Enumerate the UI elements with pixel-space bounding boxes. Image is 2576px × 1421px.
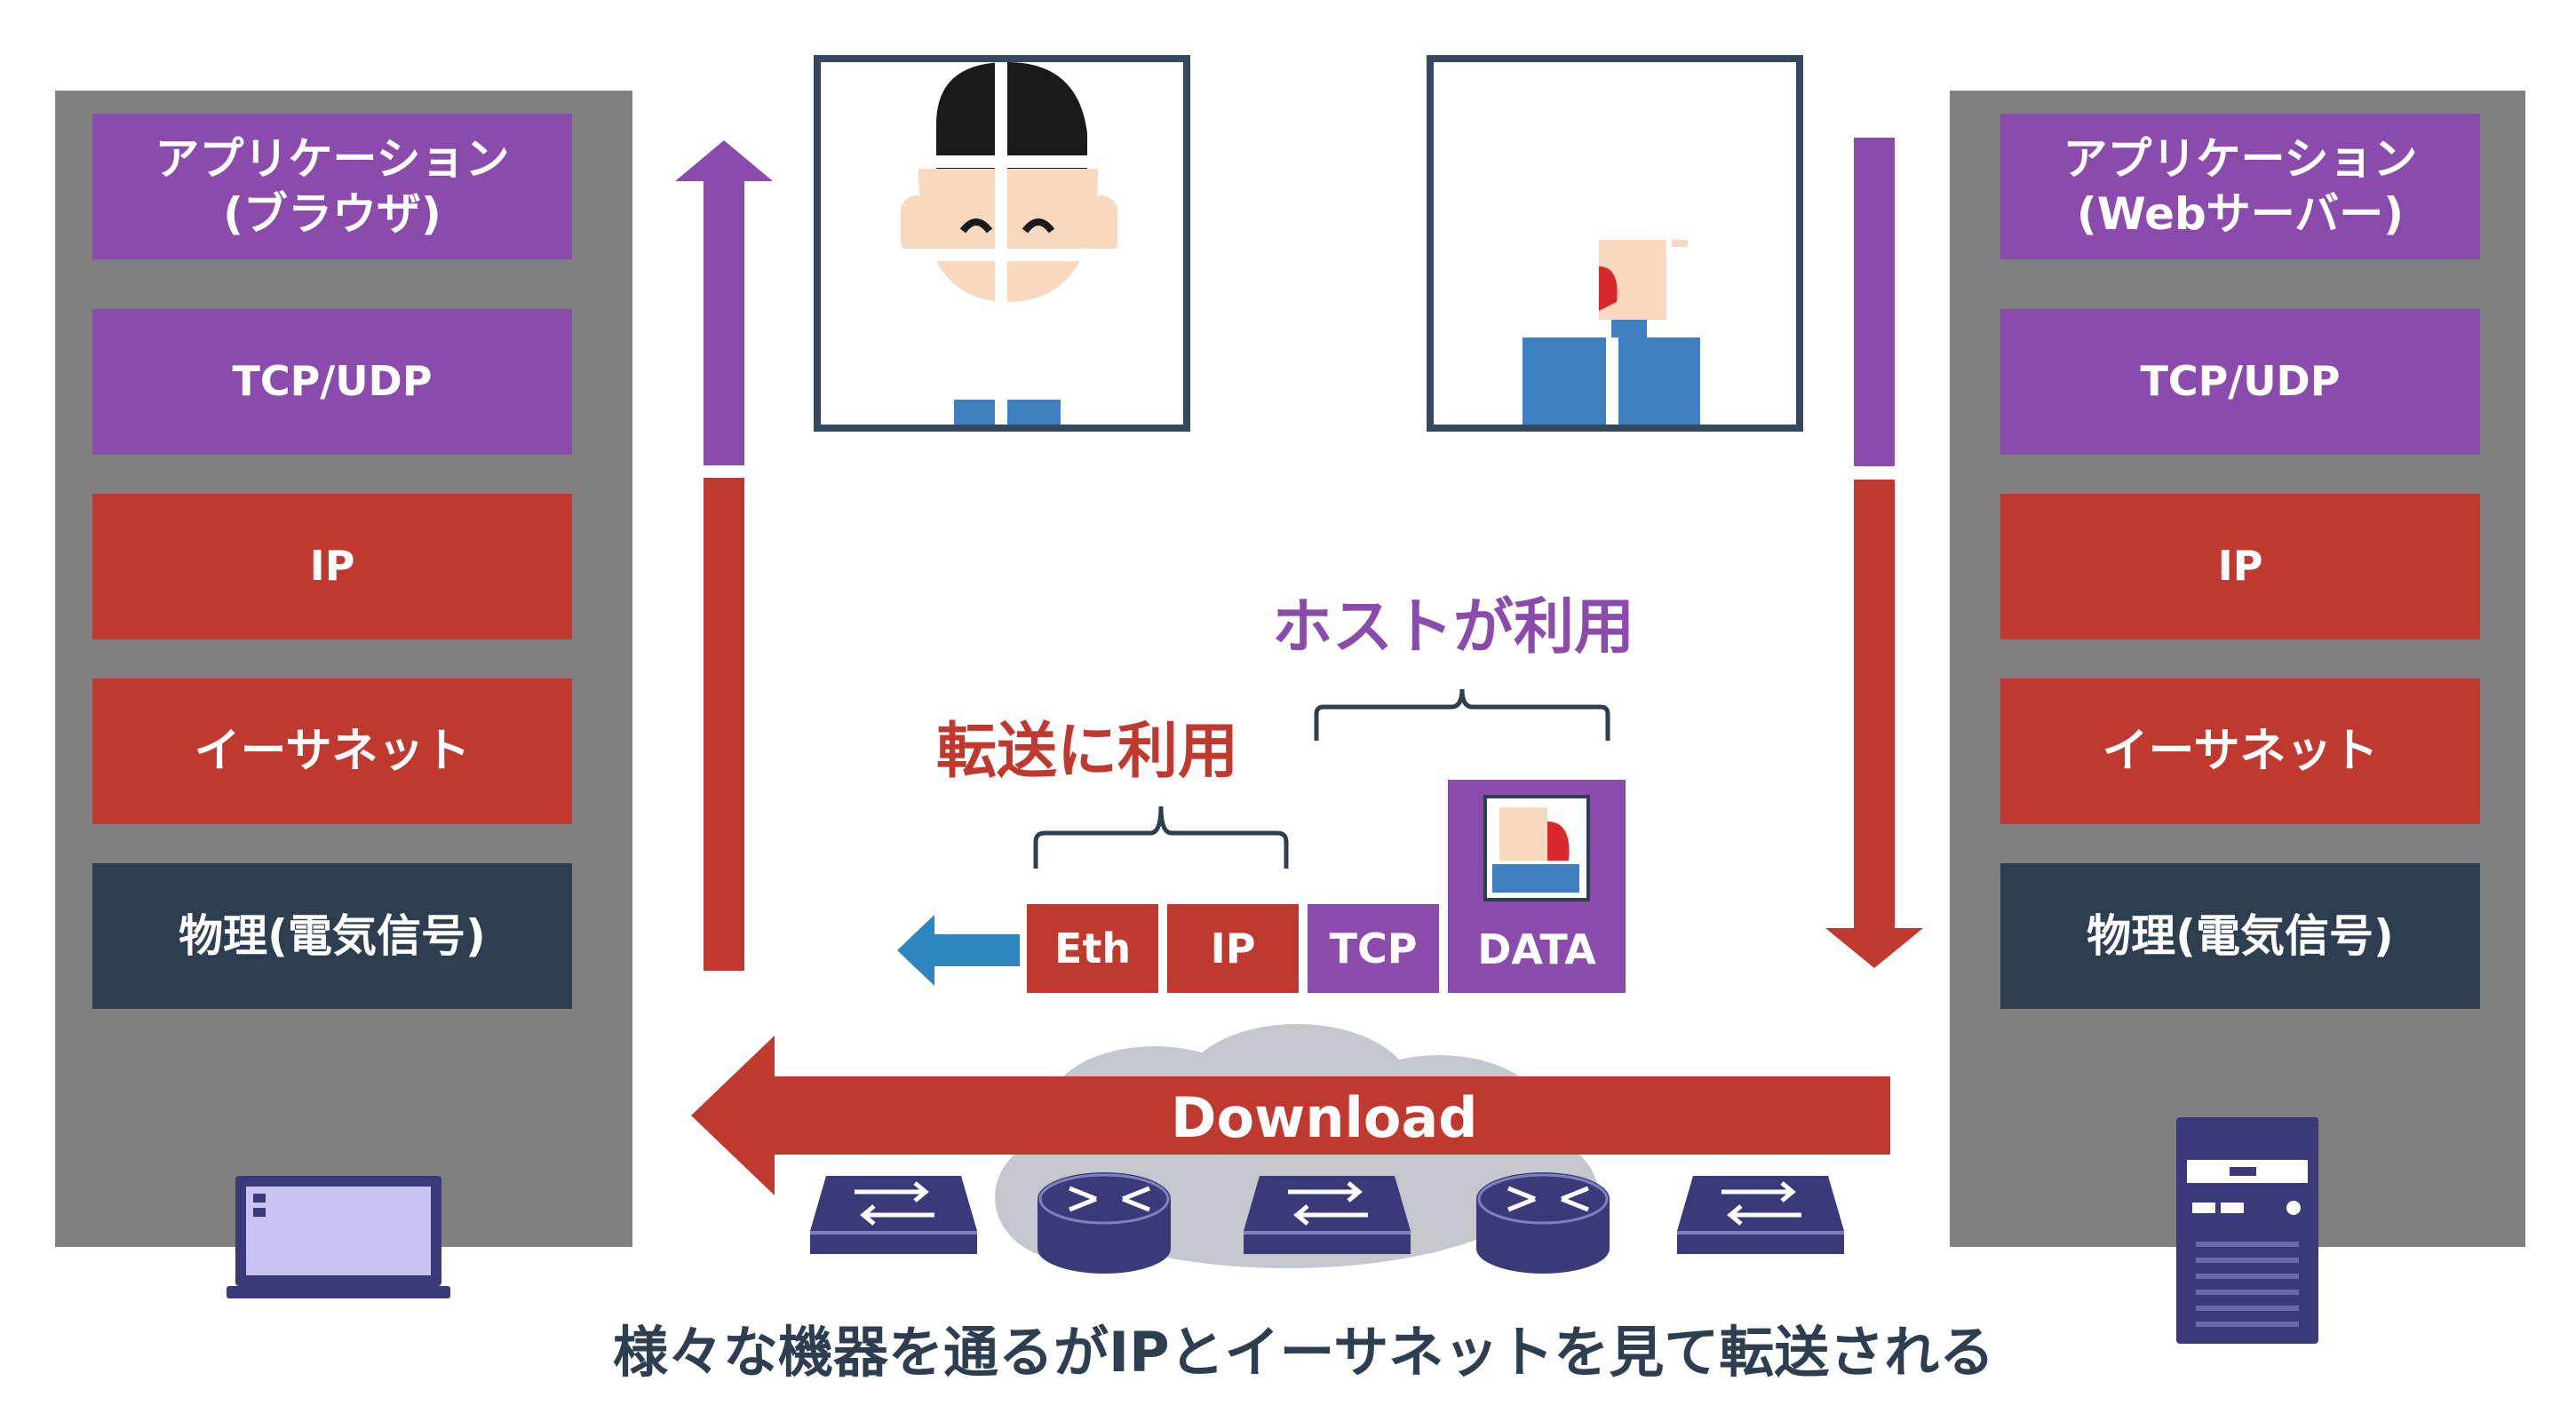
grid-line [821,249,1183,261]
caption: 様々な機器を通るがIPとイーサネットを見て転送される [613,1320,1995,1385]
grid-line [821,155,1183,168]
client-physical-layer: 物理(電気信号) [92,863,572,1009]
download-label: Download [1171,1085,1478,1150]
forwarding-use-label: 転送に利用 [936,717,1239,787]
server-ethernet-layer: イーサネット [2000,679,2480,824]
client-stack [55,91,632,1247]
grid-line [995,62,1007,425]
packet-eth-header: Eth [1027,904,1158,993]
server-physical-layer: 物理(電気信号) [2000,863,2480,1009]
network-router-icon [1476,1172,1610,1274]
network-switch-icon [810,1176,977,1254]
person-fragment-icon [1523,240,1700,425]
client-ip-layer: IP [92,494,572,639]
forwarding-use-brace [1033,806,1289,869]
packet-ip-header: IP [1167,904,1299,993]
network-router-icon [1038,1172,1171,1274]
network-switch-icon [1677,1176,1844,1254]
upward-arrow-icon [675,140,773,971]
server-transport-layer: TCP/UDP [2000,309,2480,455]
packet-data-image-icon [1483,795,1590,901]
client-application-layer: アプリケーション (ブラウザ) [92,114,572,259]
client-ethernet-layer: イーサネット [92,679,572,824]
server-ip-layer: IP [2000,494,2480,639]
person-face-icon [901,62,1117,425]
download-arrow-icon [691,1036,1890,1195]
received-image-frame [814,55,1190,432]
laptop-icon [227,1176,450,1298]
host-use-label: ホストが利用 [1272,592,1635,663]
downward-arrow-icon [1825,138,1923,968]
server-application-layer: アプリケーション (Webサーバー) [2000,114,2480,259]
packet-data-label: DATA [1477,925,1596,973]
packet-tcp-header: TCP [1308,904,1439,993]
sent-image-frame [1427,55,1803,432]
client-transport-layer: TCP/UDP [92,309,572,455]
packet-direction-arrow-icon [897,915,1020,986]
server-tower-icon [2176,1117,2318,1344]
server-stack [1950,91,2525,1247]
host-use-brace [1314,688,1610,741]
network-switch-icon [1244,1176,1411,1254]
